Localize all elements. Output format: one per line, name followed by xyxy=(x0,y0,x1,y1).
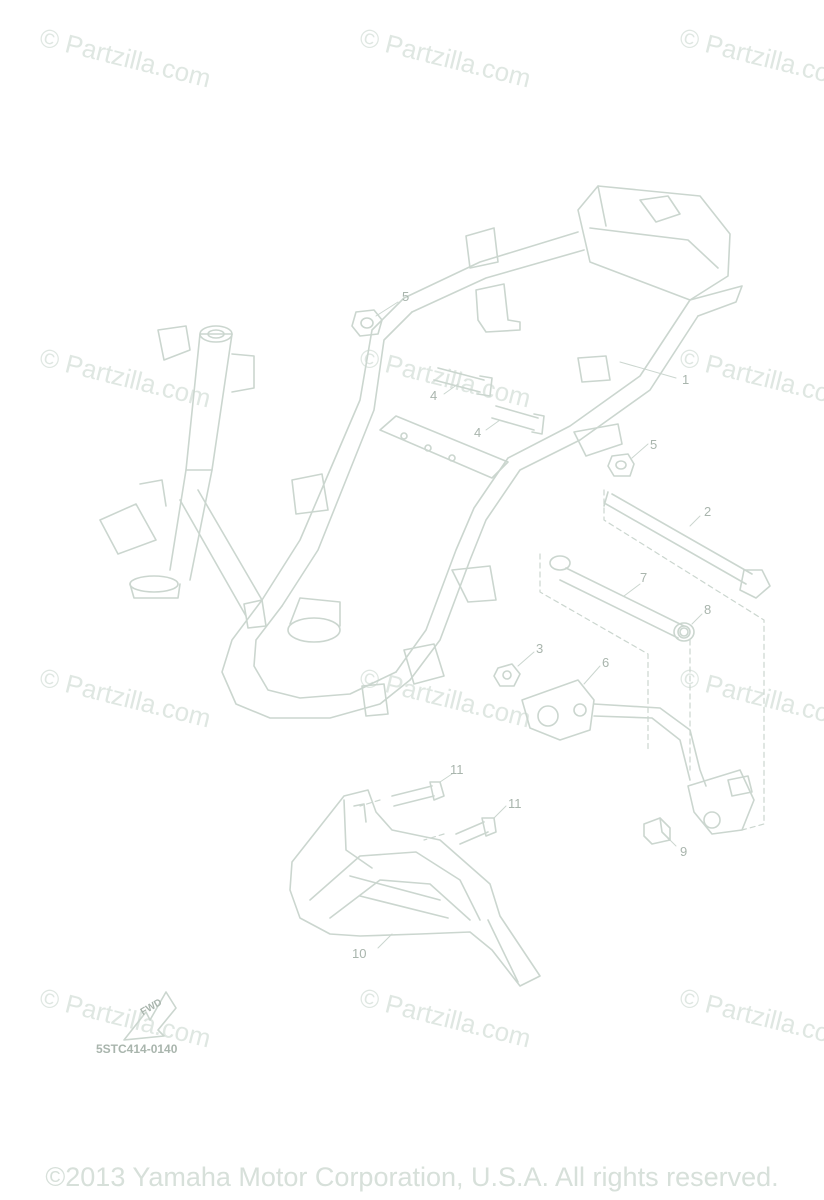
bolt-part-11-upper xyxy=(391,781,445,807)
nut-part-5-upper xyxy=(351,309,383,337)
callout-5-lower: 5 xyxy=(650,437,658,452)
collar-part-7 xyxy=(549,555,691,639)
callout-5-upper: 5 xyxy=(402,289,410,304)
leader-lines xyxy=(375,301,703,949)
callout-6: 6 xyxy=(602,655,610,670)
callout-10: 10 xyxy=(352,946,367,961)
copyright-notice: ©2013 Yamaha Motor Corporation, U.S.A. A… xyxy=(45,1162,779,1192)
callout-2: 2 xyxy=(704,504,712,519)
bolt-part-4-upper xyxy=(433,367,493,397)
callout-4-upper: 4 xyxy=(430,388,438,403)
frame-part-1 xyxy=(99,185,743,719)
nut-part-3 xyxy=(493,663,521,687)
bolt-part-11-lower xyxy=(455,817,497,845)
callout-7: 7 xyxy=(640,570,648,585)
engine-bracket-part-6 xyxy=(521,679,755,835)
fwd-arrow-icon xyxy=(123,991,177,1041)
dashed-grouping-lines xyxy=(359,489,765,841)
callout-1: 1 xyxy=(682,372,690,387)
damper-part-9 xyxy=(643,817,671,845)
bush-part-8 xyxy=(673,622,695,642)
bolt-part-4-lower xyxy=(491,405,545,435)
nut-part-5-lower xyxy=(607,453,635,477)
callout-11-lower: 11 xyxy=(508,796,522,811)
callout-8: 8 xyxy=(704,602,712,617)
callout-4-lower: 4 xyxy=(474,425,482,440)
callout-3: 3 xyxy=(536,641,544,656)
diagram-reference-code: 5STC414-0140 xyxy=(96,1042,178,1056)
cover-part-10 xyxy=(289,789,541,987)
long-bolt-part-2 xyxy=(603,491,771,599)
callout-11-upper: 11 xyxy=(450,762,464,777)
callout-9: 9 xyxy=(680,844,688,859)
